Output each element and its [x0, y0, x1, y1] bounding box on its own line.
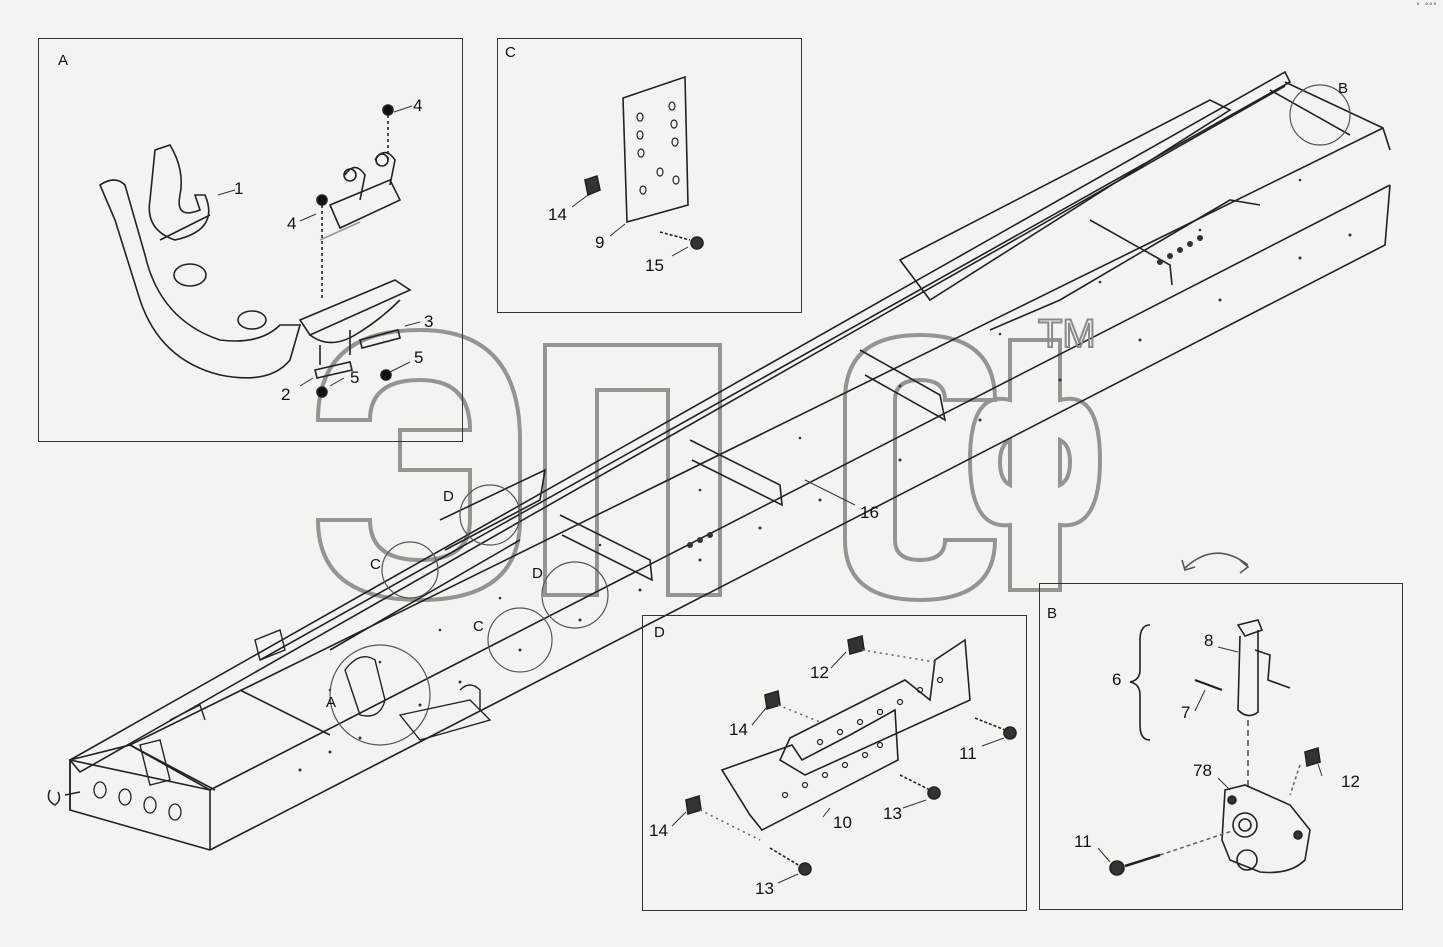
- detail-panel-a: [38, 38, 463, 442]
- spring-bracket-on-frame: [139, 629, 492, 786]
- callout-4-left: 4: [287, 214, 297, 233]
- panel-d-leaders: [671, 651, 1005, 884]
- callout-13-d-upper: 13: [883, 804, 902, 823]
- rail-holes: [298, 178, 1352, 772]
- callout-5-left: 5: [350, 368, 360, 387]
- callout-3: 3: [424, 312, 434, 331]
- callout-11-b: 11: [1074, 832, 1092, 851]
- detail-panel-d: [642, 615, 1027, 911]
- panel-label-d: D: [654, 624, 665, 641]
- panel-label-b: B: [1047, 605, 1058, 622]
- frame-ref-d-1: D: [443, 488, 454, 505]
- callout-9: 9: [595, 233, 605, 252]
- frame-ref-c-1: C: [370, 556, 381, 573]
- watermark-logo: [315, 327, 1103, 603]
- callout-4-top: 4: [413, 96, 423, 115]
- frame-ref-b: B: [1338, 80, 1349, 97]
- callout-7: 7: [1181, 703, 1191, 722]
- callout-12-d: 12: [810, 663, 829, 682]
- callout-5-right: 5: [414, 348, 424, 367]
- frame-ref-a: A: [326, 694, 337, 711]
- callout-8: 8: [1204, 631, 1214, 650]
- callout-2: 2: [281, 385, 291, 404]
- panel-b-drawing: [1109, 552, 1321, 876]
- panel-b-leaders: [1097, 646, 1323, 863]
- callout-78: 78: [1193, 761, 1212, 780]
- detail-circles: [329, 84, 1351, 746]
- panel-a-leaders: [217, 105, 421, 387]
- watermark-trademark: TM: [1037, 311, 1097, 357]
- panel-a-drawing: [99, 104, 412, 398]
- callout-14-d-upper: 14: [729, 720, 748, 739]
- panel-label-c: C: [505, 44, 516, 61]
- callout-10: 10: [833, 813, 852, 832]
- callout-14-c: 14: [548, 205, 567, 224]
- panel-c-drawing: [584, 75, 704, 250]
- callout-12-b: 12: [1341, 772, 1360, 791]
- callout-1: 1: [234, 179, 244, 198]
- callout-11-d: 11: [959, 744, 977, 763]
- callout-13-d-lower: 13: [755, 879, 774, 898]
- callout-6: 6: [1112, 670, 1122, 689]
- callout-14-d-lower: 14: [649, 821, 668, 840]
- frame-ref-c-2: C: [473, 618, 484, 635]
- detail-panel-c: [497, 38, 802, 313]
- chassis-frame: [69, 70, 1391, 851]
- panel-label-a: A: [58, 52, 69, 69]
- callout-15: 15: [645, 256, 664, 275]
- bumper-holes: [93, 781, 182, 821]
- corner-mark: ° °°°: [1415, 2, 1437, 10]
- callout-16: 16: [860, 503, 879, 522]
- panel-c-leaders: [571, 194, 689, 257]
- tow-hook: [47, 789, 81, 806]
- frame-ref-d-2: D: [532, 565, 543, 582]
- panel-d-drawing: [685, 634, 1017, 876]
- detail-panel-b: [1039, 583, 1403, 910]
